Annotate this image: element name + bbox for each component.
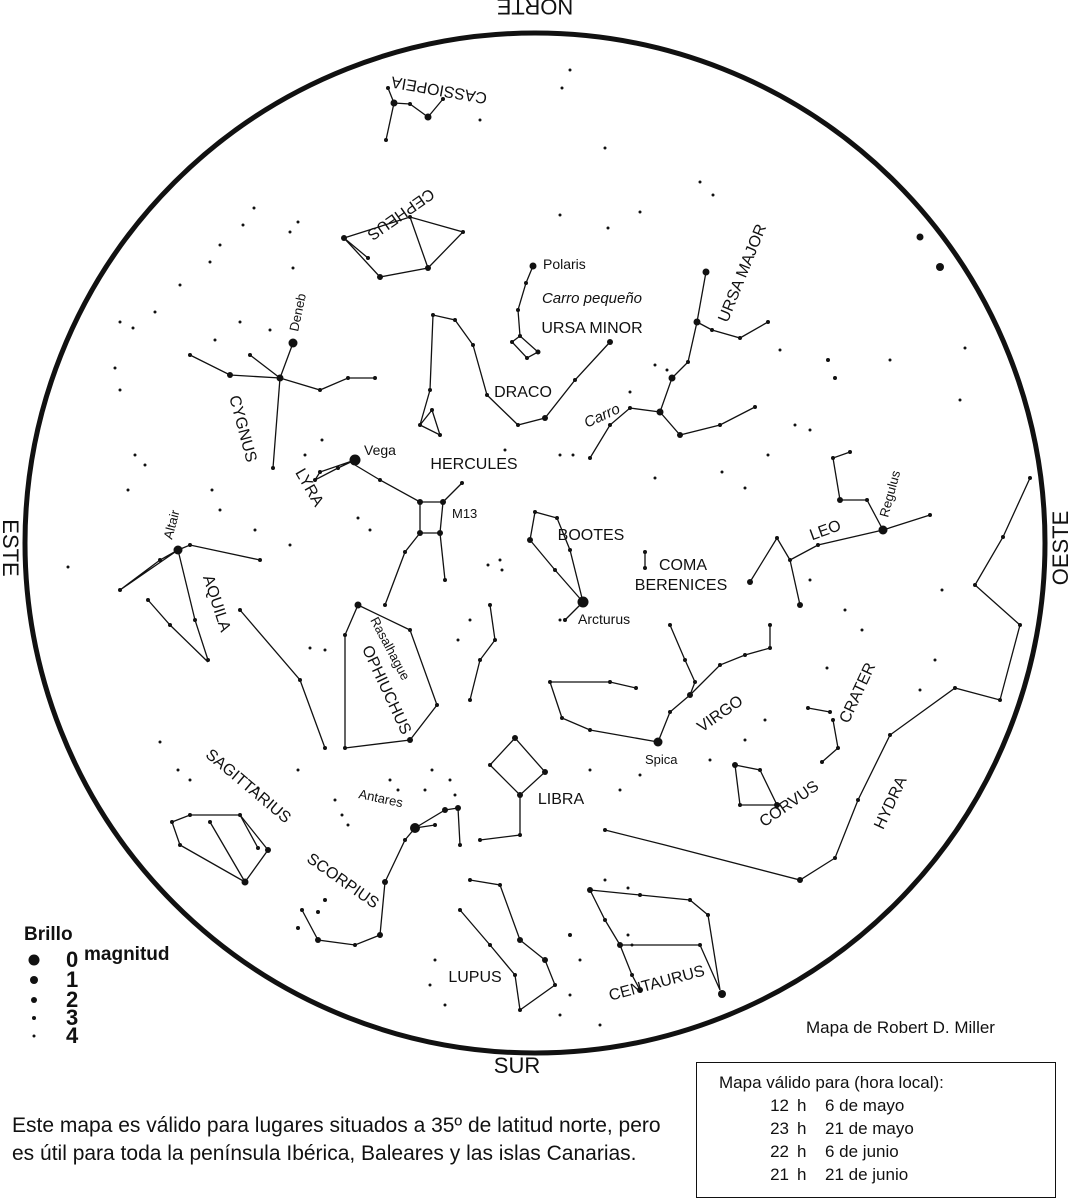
label-east: ESTE <box>0 519 23 576</box>
label-vega: Vega <box>364 442 396 458</box>
star-mag3-icon <box>32 1016 36 1020</box>
label-deneb: Deneb <box>286 292 309 333</box>
label-scorpius: SCORPIUS <box>303 850 381 912</box>
validity-row: 22 h 6 de junio <box>770 1142 899 1161</box>
stars-mag34 <box>66 68 1032 1027</box>
label-draco: DRACO <box>494 384 552 401</box>
legend-level-2: 2 <box>22 987 78 1012</box>
label-ursa-minor: URSA MINOR <box>541 320 642 337</box>
star-mag4-icon <box>32 1034 36 1038</box>
validity-box: Mapa válido para (hora local): 12 h 6 de… <box>696 1062 1056 1198</box>
constellation-lines <box>119 87 1031 1012</box>
star-mag2-icon <box>31 997 37 1003</box>
legend-level-3: 3 <box>22 1005 78 1030</box>
label-virgo: VIRGO <box>694 693 746 737</box>
label-carro: Carro <box>582 400 623 431</box>
label-spica: Spica <box>645 752 678 767</box>
label-north: NORTE <box>497 0 574 19</box>
map-credit: Mapa de Robert D. Miller <box>806 1018 995 1037</box>
label-hydra: HYDRA <box>871 774 910 832</box>
label-berenices: BERENICES <box>635 577 727 594</box>
label-lupus: LUPUS <box>448 969 501 986</box>
label-m13: M13 <box>452 506 477 521</box>
validity-heading: Mapa válido para (hora local): <box>719 1073 944 1092</box>
stars-mag1 <box>173 263 944 998</box>
label-carro-pequeno: Carro pequeño <box>542 290 642 307</box>
label-bootes: BOOTES <box>558 527 625 544</box>
stars-mag0 <box>349 454 589 833</box>
label-altair: Altair <box>160 508 182 541</box>
label-cepheus: CEPHEUS <box>364 185 437 243</box>
map-caption: Este mapa es válido para lugares situado… <box>12 1114 661 1165</box>
label-centaurus: CENTAURUS <box>607 963 706 1005</box>
label-ophiuchus: OPHIUCHUS <box>358 643 414 737</box>
validity-row: 23 h 21 de mayo <box>770 1119 914 1138</box>
legend-level-4: 4 <box>22 1023 78 1048</box>
map-labels: NORTE SUR ESTE OESTE CASSIOPEIA CEPHEUS … <box>0 0 1070 1078</box>
horizon-circle <box>22 30 1048 1056</box>
legend-unit: magnitud <box>84 944 170 965</box>
star-mag0-icon <box>28 954 40 966</box>
label-polaris: Polaris <box>543 256 586 272</box>
label-libra: LIBRA <box>538 791 585 808</box>
validity-row: 21 h 21 de junio <box>770 1165 909 1184</box>
stars-mag2 <box>227 99 924 993</box>
legend-level-0: 0 <box>22 947 78 972</box>
star-mag1-icon <box>30 976 38 984</box>
label-regulus: Regulus <box>876 468 903 518</box>
label-crater: CRATER <box>837 660 880 726</box>
label-aquila: AQUILA <box>199 573 233 634</box>
legend-title: Brillo <box>24 924 73 945</box>
validity-row: 12 h 6 de mayo <box>770 1096 905 1115</box>
label-cygnus: CYGNUS <box>225 394 259 465</box>
label-south: SUR <box>494 1053 540 1078</box>
label-west: OESTE <box>1048 511 1070 586</box>
label-corvus: CORVUS <box>757 778 823 831</box>
legend-level-1: 1 <box>22 967 78 992</box>
label-hercules: HERCULES <box>430 456 517 473</box>
label-cassiopeia: CASSIOPEIA <box>390 73 489 107</box>
label-ursa-major: URSA MAJOR <box>715 222 770 325</box>
label-arcturus: Arcturus <box>578 611 630 627</box>
label-coma: COMA <box>659 557 707 574</box>
